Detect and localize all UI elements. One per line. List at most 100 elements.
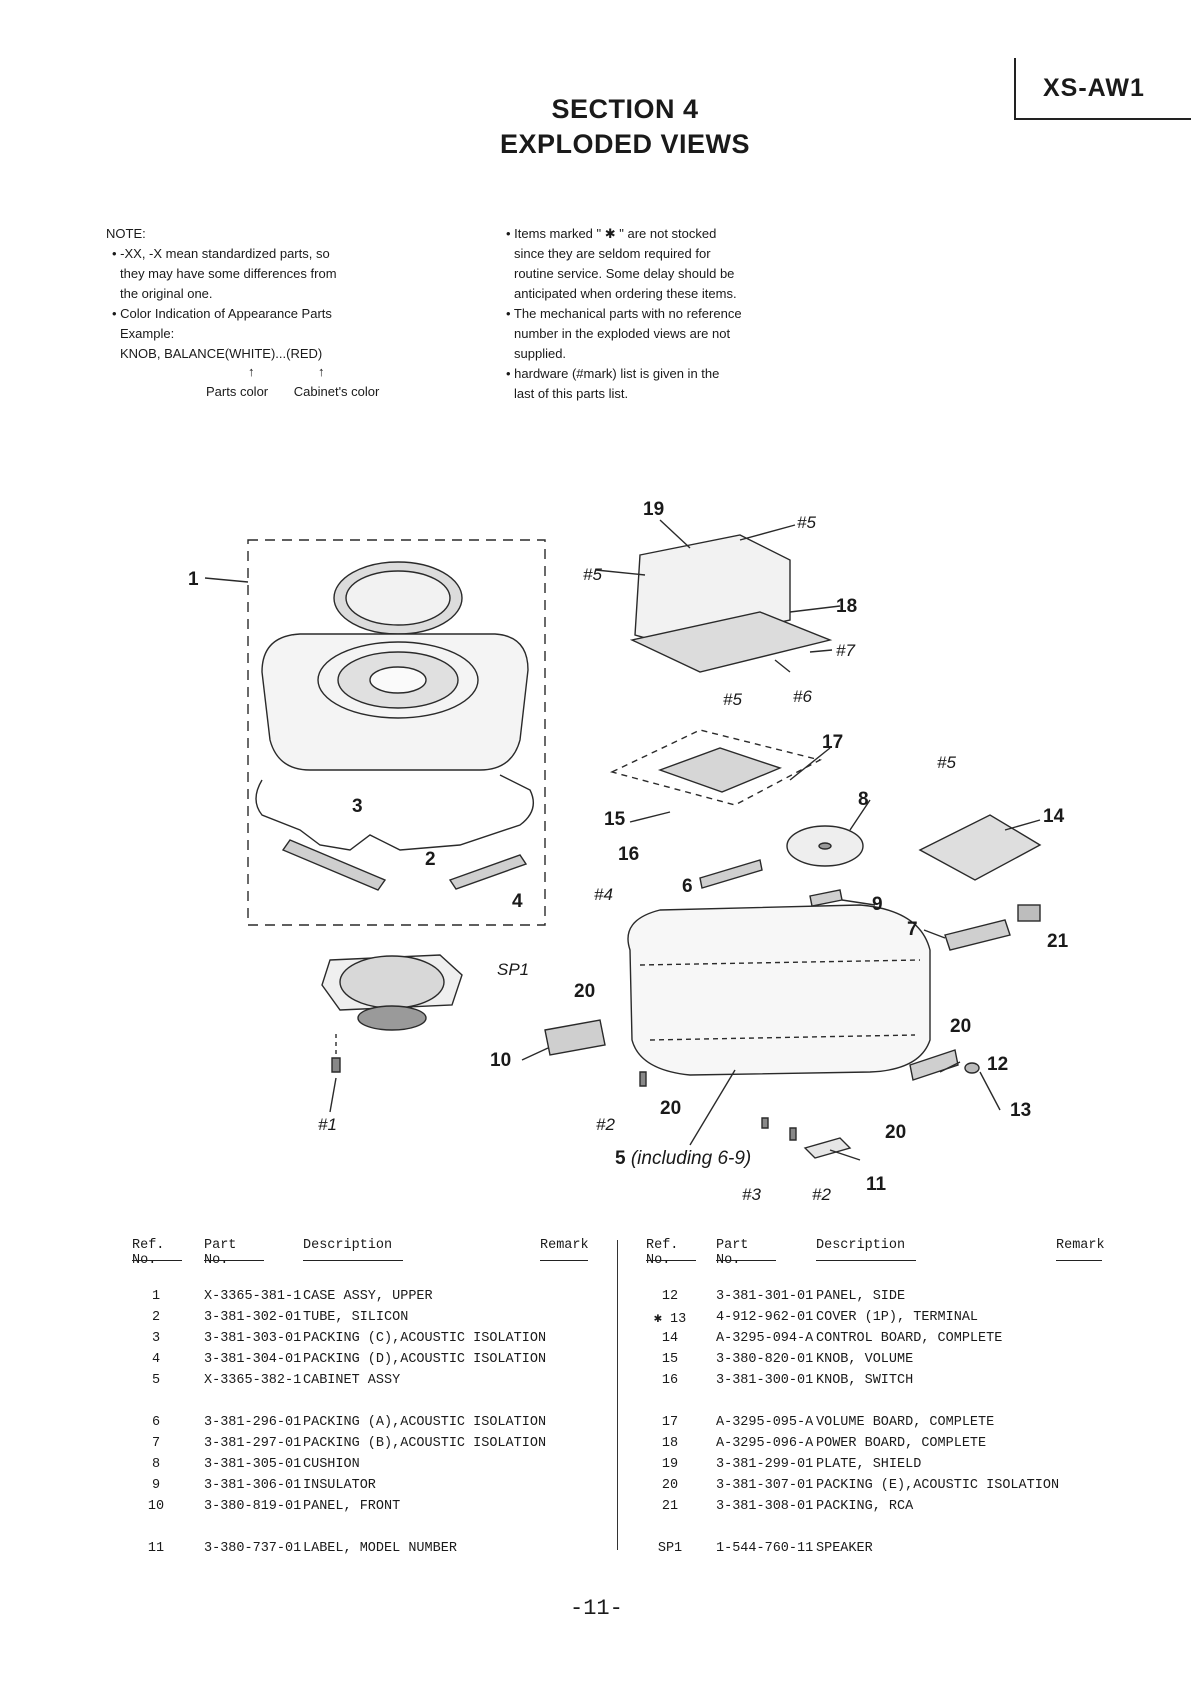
power-board bbox=[629, 611, 833, 673]
callout-13: 13 bbox=[1010, 1100, 1031, 1121]
callout-hw1: #1 bbox=[318, 1115, 337, 1134]
callout-7: 7 bbox=[907, 919, 918, 940]
terminal-cover bbox=[964, 1062, 980, 1074]
side-panel bbox=[909, 1049, 959, 1081]
callout-15: 15 bbox=[604, 809, 626, 830]
front-panel bbox=[544, 1019, 606, 1056]
note-line: • Items marked " ✱ " are not stocked bbox=[506, 226, 717, 241]
cabinet bbox=[627, 904, 931, 1076]
notes-left: NOTE: • -XX, -X mean standardized parts,… bbox=[106, 224, 466, 364]
callout-20-c: 20 bbox=[660, 1098, 681, 1119]
header-part: Part No. bbox=[204, 1238, 237, 1268]
note-line: routine service. Some delay should be bbox=[514, 266, 735, 281]
arrow-up-icon: ↑ bbox=[248, 364, 255, 379]
callout-hw3: #3 bbox=[742, 1185, 761, 1204]
note-line: supplied. bbox=[514, 346, 567, 361]
rca-packing bbox=[1017, 904, 1041, 922]
callout-11: 11 bbox=[866, 1174, 887, 1195]
callout-hw5-a: #5 bbox=[797, 513, 816, 532]
cabinet-color-label: Cabinet's color bbox=[293, 384, 380, 399]
callout-8: 8 bbox=[858, 789, 869, 810]
callout-20-b: 20 bbox=[950, 1016, 971, 1037]
underline bbox=[204, 1260, 264, 1261]
notes-right: • Items marked " ✱ " are not stocked sin… bbox=[500, 224, 800, 404]
model-number: XS-AW1 bbox=[1043, 74, 1145, 102]
callout-sp1: SP1 bbox=[497, 960, 529, 979]
note-line: KNOB, BALANCE(WHITE)...(RED) bbox=[120, 346, 323, 361]
speaker-cone bbox=[339, 955, 445, 1009]
header-part: Part No. bbox=[716, 1238, 749, 1268]
page-title: EXPLODED VIEWS bbox=[499, 129, 751, 159]
note-line: • The mechanical parts with no reference bbox=[506, 306, 742, 321]
screw-2-icon bbox=[789, 1127, 797, 1141]
callout-hw4: #4 bbox=[594, 885, 613, 904]
parts-color-label: Parts color bbox=[206, 384, 269, 399]
callout-hw6: #6 bbox=[793, 687, 812, 706]
note-line: since they are seldom required for bbox=[514, 246, 711, 261]
arrow-up-icon: ↑ bbox=[318, 364, 325, 379]
packing-d bbox=[448, 854, 528, 890]
underline bbox=[303, 1260, 403, 1261]
header-remark: Remark bbox=[1056, 1238, 1105, 1253]
exploded-view-diagram: 1 2 3 4 SP1 #1 19 #5 #5 18 #7 #6 #5 17 #… bbox=[188, 499, 1069, 1204]
screw-2-icon bbox=[639, 1071, 647, 1087]
packing-a bbox=[699, 859, 763, 889]
underline bbox=[540, 1260, 588, 1261]
model-box bbox=[1014, 58, 1191, 120]
callout-1: 1 bbox=[188, 569, 199, 590]
callout-hw2-a: #2 bbox=[596, 1115, 615, 1134]
callout-4: 4 bbox=[512, 891, 523, 912]
screw-3-icon bbox=[761, 1117, 769, 1129]
callout-16: 16 bbox=[618, 844, 639, 865]
packing-c bbox=[281, 839, 387, 891]
underline bbox=[132, 1260, 182, 1261]
note-heading: NOTE: bbox=[106, 226, 146, 241]
note-line: anticipated when ordering these items. bbox=[514, 286, 737, 301]
upper-case-hub bbox=[369, 666, 427, 694]
callout-hw2-b: #2 bbox=[812, 1185, 831, 1204]
callout-18: 18 bbox=[836, 596, 857, 617]
callout-3: 3 bbox=[352, 796, 363, 817]
callout-hw7: #7 bbox=[836, 641, 855, 660]
header-desc: Description bbox=[303, 1238, 393, 1253]
callout-hw5-d: #5 bbox=[937, 753, 956, 772]
note-line: last of this parts list. bbox=[514, 386, 629, 401]
underline bbox=[646, 1260, 696, 1261]
page-number: -11- bbox=[570, 1596, 623, 1621]
callout-5: 5 (including 6-9) bbox=[615, 1148, 751, 1169]
color-labels: Parts color Cabinet's color bbox=[206, 384, 401, 399]
volume-board-outline bbox=[609, 729, 822, 806]
header-ref: Ref. No. bbox=[132, 1238, 165, 1268]
speaker-magnet bbox=[357, 1005, 427, 1031]
callout-2: 2 bbox=[425, 849, 436, 870]
packing-b bbox=[944, 919, 1011, 951]
upper-case-opening bbox=[317, 641, 479, 719]
callout-21: 21 bbox=[1047, 931, 1069, 952]
insulator bbox=[809, 889, 843, 907]
table-divider bbox=[617, 1240, 618, 1550]
underline bbox=[816, 1260, 916, 1261]
model-label bbox=[803, 1137, 852, 1159]
section-number: SECTION 4 bbox=[551, 94, 699, 124]
callout-20-a: 20 bbox=[574, 981, 595, 1002]
callout-10: 10 bbox=[490, 1050, 511, 1071]
screw-1-icon bbox=[331, 1057, 341, 1073]
note-line: number in the exploded views are not bbox=[514, 326, 731, 341]
note-line: the original one. bbox=[120, 286, 213, 301]
note-line: • -XX, -X mean standardized parts, so bbox=[112, 246, 330, 261]
callout-17: 17 bbox=[822, 732, 843, 753]
note-line: Example: bbox=[120, 326, 175, 341]
callout-9: 9 bbox=[872, 894, 883, 915]
callout-hw5-c: #5 bbox=[723, 690, 742, 709]
underline bbox=[1056, 1260, 1102, 1261]
grille-disc-inner bbox=[345, 570, 451, 626]
silicon-tube bbox=[255, 774, 534, 851]
header-ref: Ref. No. bbox=[646, 1238, 679, 1268]
upper-case-group-box bbox=[247, 539, 546, 926]
callout-20-d: 20 bbox=[885, 1122, 906, 1143]
callout-hw5-b: #5 bbox=[583, 565, 602, 584]
header-remark: Remark bbox=[540, 1238, 589, 1253]
header-desc: Description bbox=[816, 1238, 906, 1253]
note-line: they may have some differences from bbox=[120, 266, 337, 281]
control-board bbox=[918, 814, 1042, 881]
